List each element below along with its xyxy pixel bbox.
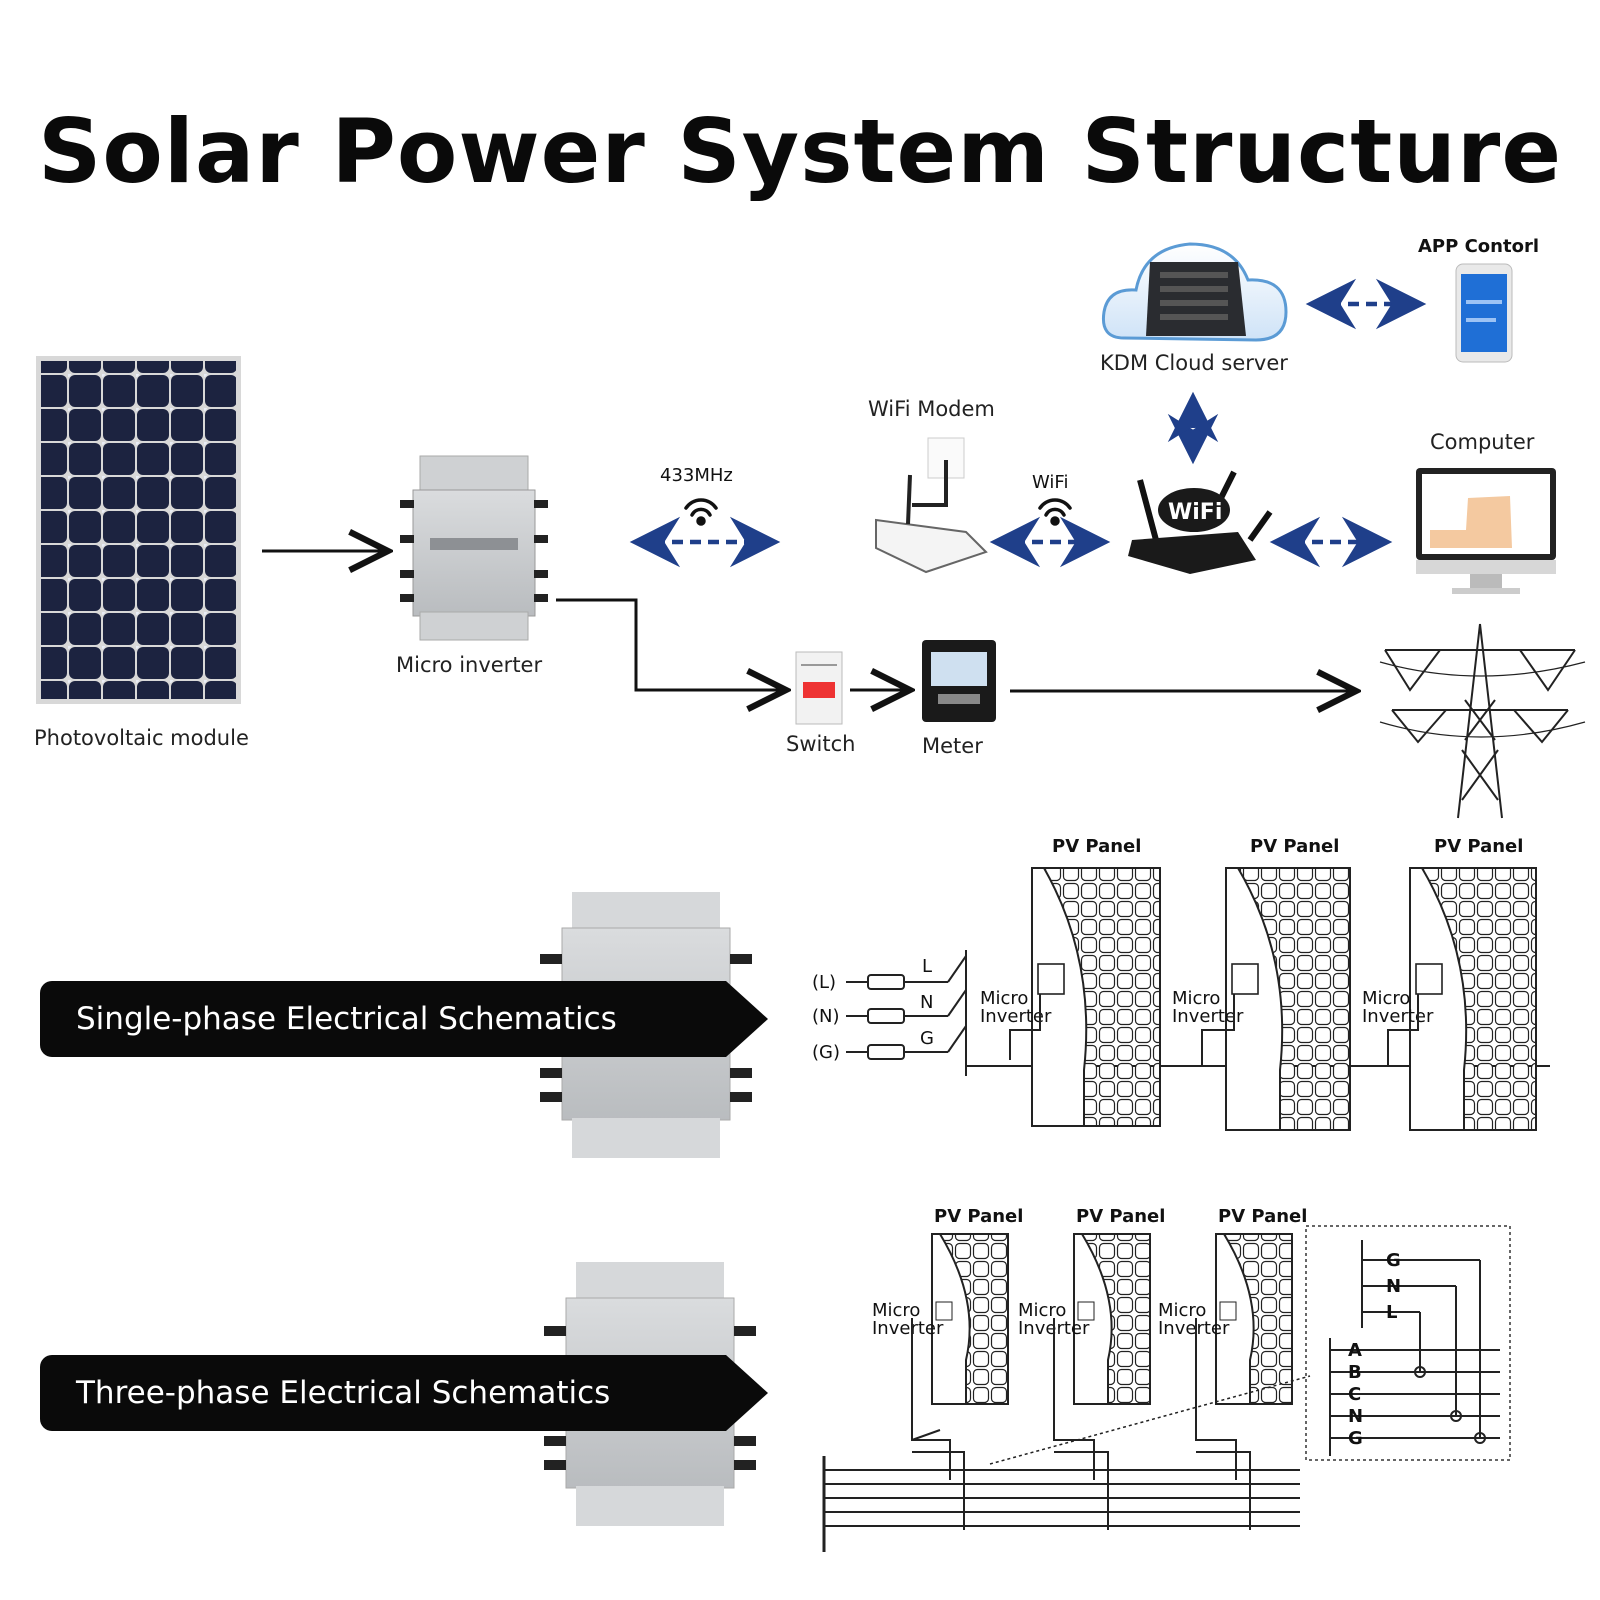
three-phase-schematic: PV Panel Micro Inverter PV Panel Micro I… bbox=[822, 1206, 1511, 1552]
app-control-label: APP Contorl bbox=[1418, 236, 1539, 257]
bus-g2-label: G bbox=[1348, 1428, 1363, 1449]
micro-inverter-label: Inverter bbox=[1172, 1006, 1244, 1027]
wifi-link-label: WiFi bbox=[1032, 472, 1068, 493]
pv-panel-label: PV Panel bbox=[934, 1206, 1023, 1227]
terminal-n-label: (N) bbox=[812, 1006, 840, 1027]
computer-label: Computer bbox=[1430, 430, 1535, 454]
power-grid-tower-icon bbox=[1379, 623, 1586, 819]
photovoltaic-module-label: Photovoltaic module bbox=[34, 726, 249, 750]
smartphone-icon bbox=[1455, 263, 1513, 363]
bus-l-label: L bbox=[1386, 1302, 1397, 1323]
wifi-modem-device bbox=[875, 437, 988, 574]
terminal-l-label: (L) bbox=[812, 972, 836, 993]
micro-inverter-label: Inverter bbox=[1158, 1318, 1230, 1339]
three-phase-banner: Three-phase Electrical Schematics bbox=[40, 1355, 768, 1431]
bus-n-label: N bbox=[1386, 1276, 1401, 1297]
cloud-server-icon bbox=[1101, 242, 1288, 342]
wifi-modem-label: WiFi Modem bbox=[868, 397, 995, 421]
switch-label: Switch bbox=[786, 732, 855, 756]
computer-monitor-icon bbox=[1416, 468, 1556, 594]
pv-panel-label: PV Panel bbox=[1434, 836, 1523, 857]
single-phase-schematic: (L) (N) (G) L N G PV Panel Micro Inverte… bbox=[812, 836, 1550, 1131]
pv-panel-label: PV Panel bbox=[1052, 836, 1141, 857]
micro-inverter-label: Micro bbox=[872, 1300, 920, 1321]
page-title: Solar Power System Structure bbox=[37, 100, 1563, 203]
bus-c-label: C bbox=[1348, 1384, 1361, 1405]
micro-inverter-label: Micro bbox=[1172, 988, 1220, 1009]
micro-inverter-label: Inverter bbox=[872, 1318, 944, 1339]
rf-link-label: 433MHz bbox=[660, 465, 733, 486]
pv-panel-label: PV Panel bbox=[1250, 836, 1339, 857]
meter-device bbox=[922, 640, 996, 722]
micro-inverter-label: Inverter bbox=[980, 1006, 1052, 1027]
micro-inverter-label: Micro bbox=[1158, 1300, 1206, 1321]
bus-b-label: B bbox=[1348, 1362, 1362, 1383]
wifi-signal-icon bbox=[1038, 498, 1072, 526]
single-phase-banner: Single-phase Electrical Schematics bbox=[40, 981, 768, 1057]
micro-inverter-label: Micro bbox=[1362, 988, 1410, 1009]
ac-output-line bbox=[556, 598, 786, 690]
wire-l-letter: L bbox=[922, 956, 932, 977]
bus-g-label: G bbox=[1386, 1250, 1401, 1271]
meter-label: Meter bbox=[922, 734, 983, 758]
micro-inverter-device bbox=[400, 455, 548, 641]
micro-inverter-label: Inverter bbox=[1362, 1006, 1434, 1027]
bus-a-label: A bbox=[1348, 1340, 1362, 1361]
pv-panel-label: PV Panel bbox=[1076, 1206, 1165, 1227]
wire-n-letter: N bbox=[920, 992, 933, 1013]
photovoltaic-module bbox=[36, 356, 241, 704]
micro-inverter-label: Micro inverter bbox=[396, 653, 542, 677]
wifi-router-device: WiFi bbox=[1128, 470, 1273, 574]
cloud-server-label: KDM Cloud server bbox=[1100, 351, 1288, 375]
micro-inverter-label: Micro bbox=[1018, 1300, 1066, 1321]
pv-panel-label: PV Panel bbox=[1218, 1206, 1307, 1227]
micro-inverter-label: Micro bbox=[980, 988, 1028, 1009]
terminal-g-label: (G) bbox=[812, 1042, 840, 1063]
switch-device bbox=[795, 651, 843, 725]
wire-g-letter: G bbox=[920, 1028, 934, 1049]
bus-n2-label: N bbox=[1348, 1406, 1363, 1427]
wifi-logo-icon: WiFi bbox=[1168, 500, 1222, 525]
rf-signal-icon bbox=[684, 498, 718, 526]
